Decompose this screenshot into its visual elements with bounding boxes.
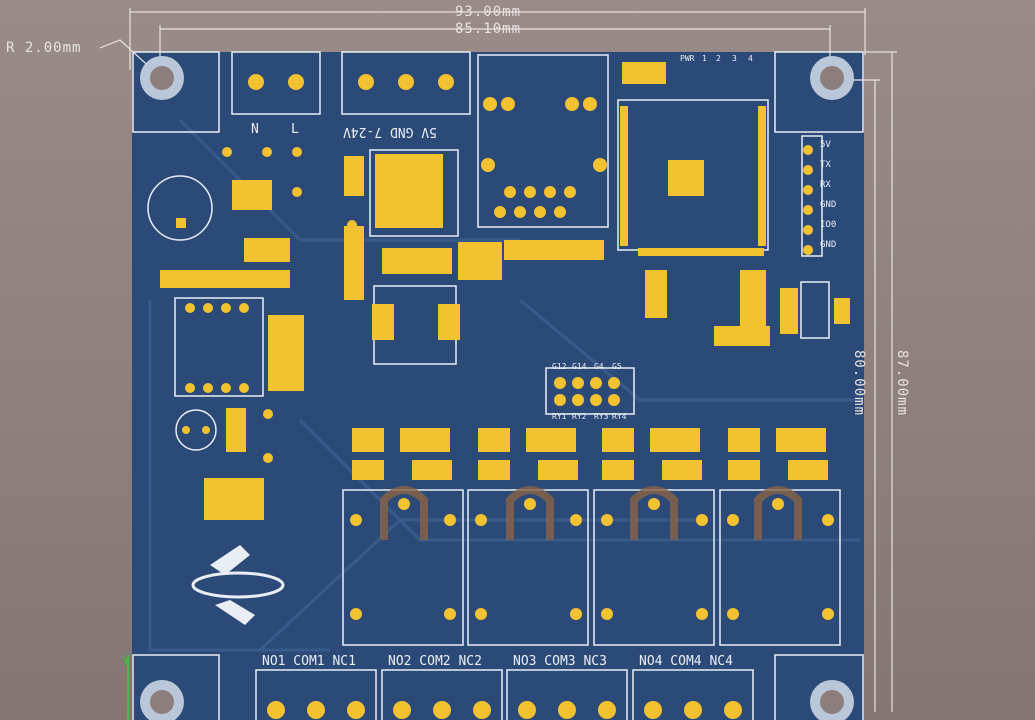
uart-pin-4: GND xyxy=(820,200,837,210)
relay-label-1: RY1 xyxy=(552,412,567,421)
esp-pin-label-1: 1 xyxy=(702,54,707,63)
gpio-label-1: G12 xyxy=(552,362,567,371)
pcb-board[interactable] xyxy=(132,52,864,720)
dim-radius: R 2.00mm xyxy=(6,40,82,56)
gpio-label-3: G4 xyxy=(594,362,604,371)
mounting-holes xyxy=(140,56,854,720)
dim-height-inner: 80.00mm xyxy=(851,350,867,417)
copper-pads xyxy=(160,62,850,719)
uart-pin-2: TX xyxy=(820,160,831,170)
dim-width-total: 93.00mm xyxy=(455,4,522,20)
label-l: L xyxy=(291,122,299,137)
uart-pin-3: RX xyxy=(820,180,831,190)
relay4-terminal-label: NO4 COM4 NC4 xyxy=(639,654,733,669)
relay2-terminal-label: NO2 COM2 NC2 xyxy=(388,654,482,669)
esp-pin-label-3: 3 xyxy=(732,54,737,63)
svg-text:Y: Y xyxy=(122,654,130,668)
brand-logo xyxy=(191,545,285,625)
label-n: N xyxy=(251,122,259,137)
dim-width-inner: 85.10mm xyxy=(455,21,522,37)
uart-pin-6: GND xyxy=(820,240,837,250)
relay1-terminal-label: NO1 COM1 NC1 xyxy=(262,654,356,669)
relay-traces xyxy=(380,486,802,540)
gpio-label-2: G14 xyxy=(572,362,587,371)
power-header-label: 5V GND 7-24V xyxy=(343,124,437,139)
gpio-label-4: G5 xyxy=(612,362,622,371)
relay-label-2: RY2 xyxy=(572,412,587,421)
esp-pin-label-4: 4 xyxy=(748,54,753,63)
uart-pin-5: IO0 xyxy=(820,220,837,230)
esp-pin-label-5: PWR xyxy=(680,54,695,63)
esp-pin-label-2: 2 xyxy=(716,54,721,63)
relay-label-3: RY3 xyxy=(594,412,609,421)
uart-pin-1: 5V xyxy=(820,140,831,150)
dim-height-total: 87.00mm xyxy=(894,350,910,417)
relay3-terminal-label: NO3 COM3 NC3 xyxy=(513,654,607,669)
axis-marker: Y xyxy=(122,654,130,720)
relay-label-4: RY4 xyxy=(612,412,627,421)
